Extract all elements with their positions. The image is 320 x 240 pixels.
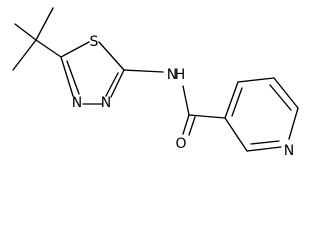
thiadiazole-double-bond-n4-c5: [66, 60, 80, 95]
ring-to-amide-nitrogen-bond: [123, 69, 164, 73]
thiadiazole-bond-n4-c5: [60, 56, 74, 97]
tert-butyl-to-ring-bond: [35, 39, 62, 58]
pyridine-double-bond-c3-c4: [231, 87, 243, 117]
pyridine-bond-c3-c4: [224, 81, 239, 119]
carbonyl-to-pyridine-bond: [188, 114, 226, 119]
thiadiazole-double-bond-c2-n3: [105, 72, 119, 97]
pyridine-bond-c4-c5: [237, 77, 275, 83]
pyridine-double-bond-n1-c2: [250, 140, 280, 145]
carbonyl-double-bond: [188, 116, 196, 136]
chemical-structure-canvas: S N H N N O N: [12, 7, 299, 157]
thiadiazole-bond-c5-s: [60, 41, 90, 58]
pyridine-bond-c5-c6: [273, 77, 299, 109]
sulfur-label: S: [90, 34, 99, 50]
amide-hydrogen-label: H: [175, 67, 186, 83]
pyridine-nitrogen-label: N: [284, 143, 294, 157]
thiadiazole-nitrogen-left-label: N: [72, 95, 82, 111]
tert-butyl-bond-bottom: [12, 39, 37, 71]
amide-nitrogen-to-carbonyl-bond: [182, 85, 190, 116]
carbonyl-single-bond: [182, 114, 190, 135]
thiadiazole-bond-c2-n3: [110, 69, 125, 98]
amide-nitrogen-label: N: [167, 67, 177, 83]
thiadiazole-bond-s-c2: [98, 41, 125, 71]
pyridine-bond-n1-c2: [246, 146, 282, 152]
pyridine-bond-c6-n1: [288, 107, 299, 140]
tert-butyl-bond-left: [14, 23, 37, 41]
chemical-structure-diagram: S N H N N O N: [12, 7, 299, 157]
thiadiazole-nitrogen-right-label: N: [101, 95, 111, 111]
tert-butyl-bond-top: [35, 7, 54, 41]
pyridine-double-bond-c5-c6: [269, 84, 292, 111]
carbonyl-oxygen-label: O: [175, 136, 186, 152]
pyridine-bond-c2-c3: [224, 117, 248, 152]
